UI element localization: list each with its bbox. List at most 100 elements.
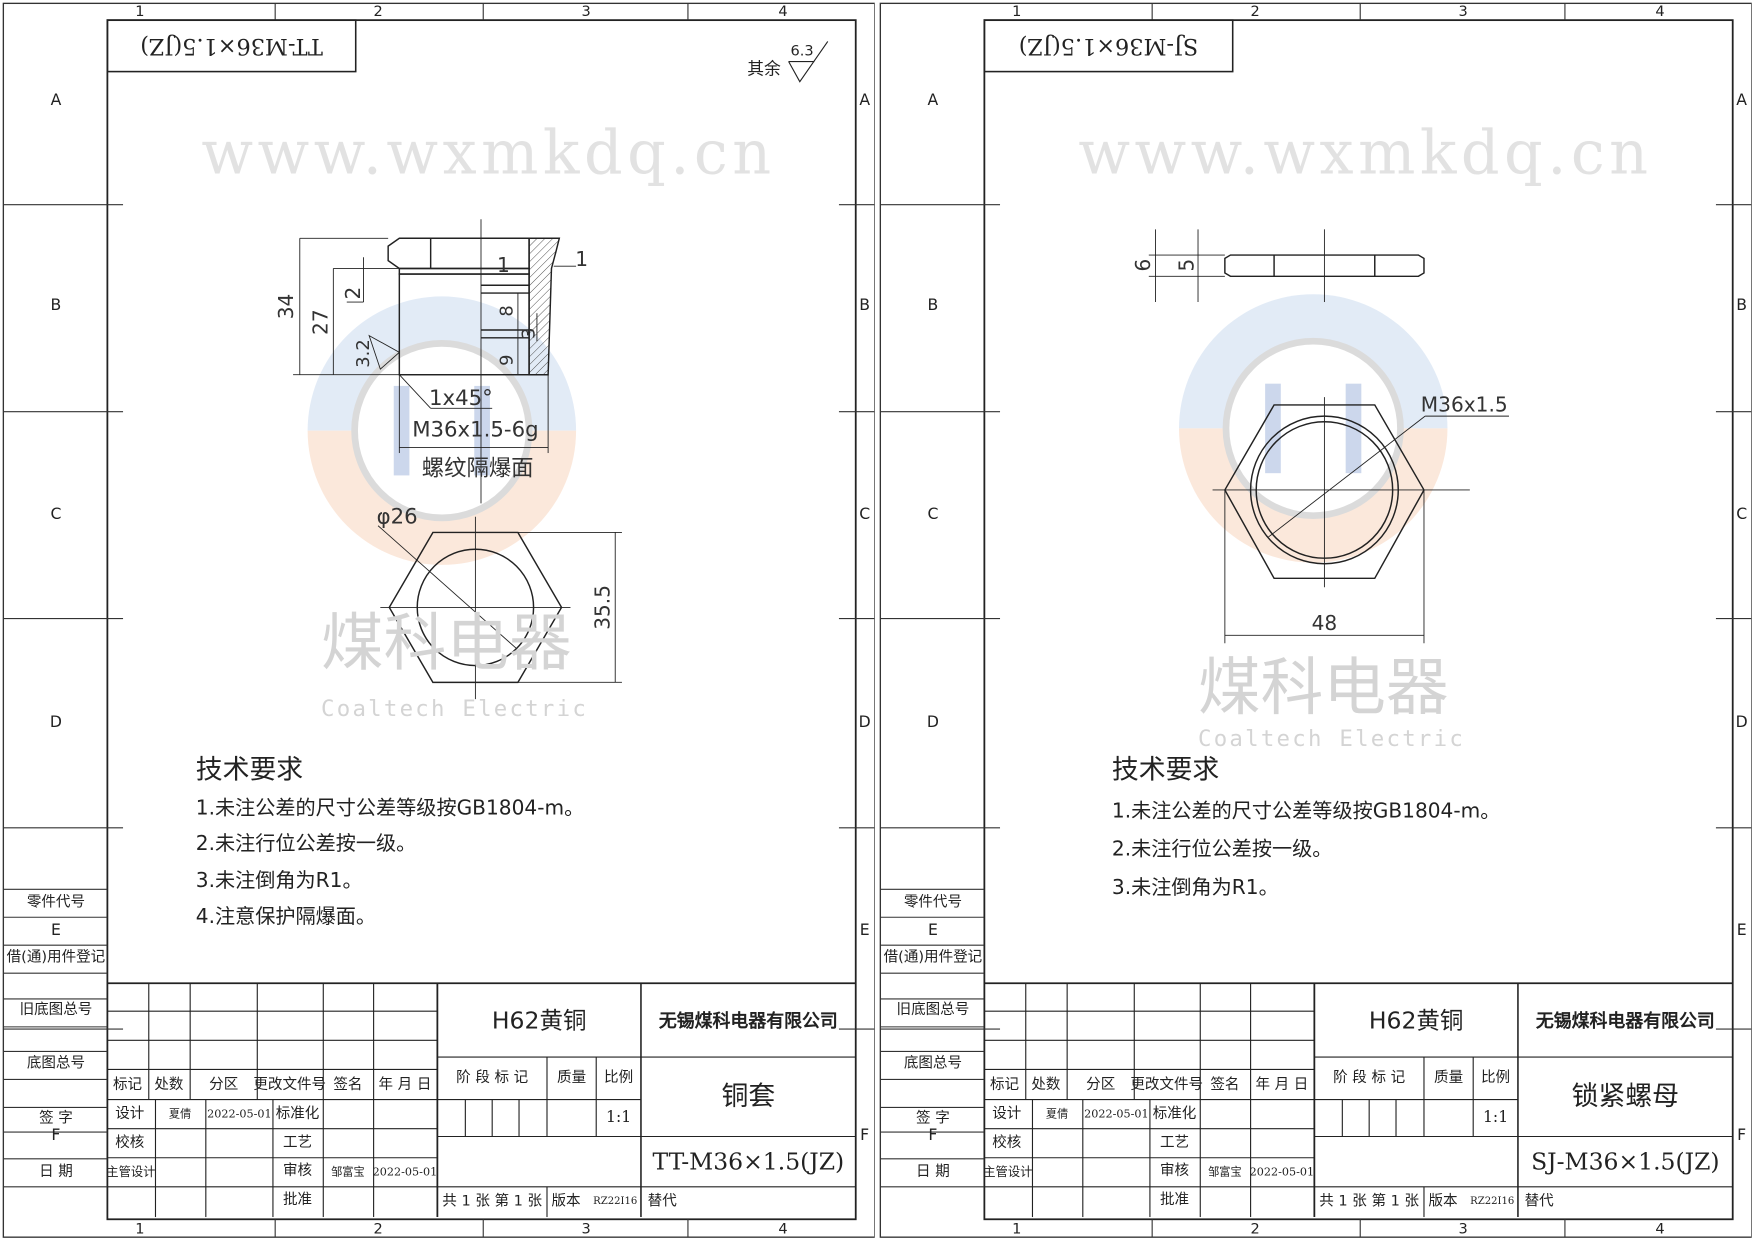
zone-row-label: A	[927, 91, 939, 110]
rev-header: 分区	[209, 1076, 239, 1094]
zone-row-label: B	[1736, 296, 1748, 315]
zone-row-label: B	[927, 296, 939, 315]
zone-col-label: 2	[373, 3, 383, 21]
roughness-label: 其余	[747, 58, 781, 79]
scale-label: 比例	[1481, 1069, 1511, 1087]
tech-line: 2.未注行位公差按一级。	[1111, 837, 1333, 862]
zone-row-label: D	[49, 713, 62, 732]
dim-8: 8	[496, 305, 517, 316]
zone-col-label: 4	[1655, 1220, 1665, 1238]
company-name: 无锡煤科电器有限公司	[1535, 1010, 1715, 1032]
dim-2: 2	[341, 287, 365, 300]
review-date: 2022-05-01	[1249, 1166, 1315, 1180]
side-label: 借(通)用件登记	[6, 949, 106, 966]
side-label: 零件代号	[26, 894, 86, 912]
zone-row-label: F	[51, 1126, 61, 1145]
part-name: 铜套	[721, 1080, 776, 1112]
process-label: 工艺	[282, 1134, 313, 1152]
scale-value: 1:1	[1482, 1108, 1509, 1127]
zone-row-label: E	[1736, 921, 1747, 940]
mass-label: 质量	[1434, 1069, 1464, 1087]
chief-label: 主管设计	[106, 1165, 156, 1180]
version-value: RZ22I16	[593, 1196, 638, 1208]
design-label: 设计	[115, 1105, 145, 1123]
dim-5: 5	[1175, 259, 1199, 272]
stage-label: 阶 段 标 记	[1333, 1069, 1406, 1087]
design-date: 2022-05-01	[207, 1108, 272, 1121]
side-label: 借(通)用件登记	[883, 949, 983, 966]
watermark-url: www.wxmkdq.cn	[1078, 117, 1653, 188]
watermark-url: www.wxmkdq.cn	[201, 117, 776, 188]
tech-line: 2.未注行位公差按一级。	[195, 832, 417, 856]
review-date: 2022-05-01	[372, 1166, 438, 1180]
process-label: 工艺	[1159, 1134, 1190, 1152]
reviewer-name: 邹富宝	[331, 1166, 365, 1180]
zone-row-label: F	[860, 1126, 870, 1145]
rev-header: 标记	[989, 1076, 1020, 1094]
zone-col-label: 1	[1012, 3, 1022, 21]
zone-col-label: 2	[1250, 3, 1260, 21]
watermark-logo	[1179, 294, 1448, 563]
mass-label: 质量	[557, 1069, 587, 1087]
rev-header: 签名	[1210, 1076, 1240, 1094]
thread-note: M36x1.5	[1421, 393, 1508, 417]
surface-note: 螺纹隔爆面	[422, 455, 534, 481]
zone-row-label: B	[859, 296, 871, 315]
rev-header: 分区	[1086, 1076, 1116, 1094]
zone-row-label: D	[858, 713, 871, 732]
zone-row-label: C	[1736, 505, 1748, 524]
sheet-frame: 34 27 2 3.2 1 1 8 3 9 1x45° M36x1.5-6g 螺…	[2, 2, 875, 1238]
drawing-code-rotated: TT-M36×1.5(JZ)	[140, 33, 323, 61]
top-view	[377, 516, 622, 700]
zone-col-label: 4	[778, 1220, 788, 1238]
dim-dia-26: φ26	[377, 505, 418, 530]
dim-1a: 1	[497, 253, 510, 277]
zone-row-label: B	[50, 296, 62, 315]
company-name: 无锡煤科电器有限公司	[658, 1010, 838, 1032]
zone-col-label: 2	[1250, 1220, 1260, 1238]
side-label: 零件代号	[903, 894, 963, 912]
zone-col-label: 3	[581, 1220, 591, 1238]
designer-name: 夏倩	[168, 1108, 192, 1121]
side-label: 签 字	[39, 1110, 73, 1127]
top-view	[1212, 397, 1509, 644]
zone-row-label: C	[50, 505, 62, 524]
side-label: 日 期	[39, 1163, 73, 1181]
watermark-en: Coaltech Electric	[1198, 724, 1466, 752]
dim-48: 48	[1312, 611, 1338, 635]
tech-line: 3.未注倒角为R1。	[1111, 875, 1279, 900]
zone-row-label: D	[926, 713, 939, 732]
zone-col-label: 4	[1655, 3, 1665, 21]
designer-name: 夏倩	[1045, 1108, 1069, 1121]
sheet-count: 共 1 张 第 1 张	[442, 1192, 543, 1210]
zone-col-label: 1	[1012, 1220, 1022, 1238]
drawing-sheet-1: 34 27 2 3.2 1 1 8 3 9 1x45° M36x1.5-6g 螺…	[0, 0, 875, 1239]
tech-line: 1.未注公差的尺寸公差等级按GB1804-m。	[195, 796, 585, 820]
zone-row-label: E	[50, 921, 61, 940]
side-label: 旧底图总号	[19, 1001, 93, 1019]
dim-34: 34	[274, 294, 298, 320]
dim-3: 3	[519, 328, 540, 339]
zone-col-label: 1	[135, 1220, 145, 1238]
zone-col-label: 1	[135, 3, 145, 21]
tech-line: 3.未注倒角为R1。	[195, 869, 363, 893]
chief-label: 主管设计	[983, 1165, 1033, 1180]
zone-row-label: A	[50, 91, 62, 110]
zone-row-label: C	[859, 505, 871, 524]
tech-heading: 技术要求	[1111, 753, 1220, 786]
zone-col-label: 3	[581, 3, 591, 21]
side-label: 日 期	[916, 1163, 950, 1181]
drawing-code: TT-M36×1.5(JZ)	[652, 1148, 845, 1176]
rev-header: 处数	[154, 1076, 184, 1094]
replace-label: 替代	[1524, 1192, 1554, 1210]
tech-heading: 技术要求	[195, 753, 304, 786]
zone-row-label: D	[1735, 713, 1748, 732]
zone-row-label: F	[928, 1126, 938, 1145]
tech-line: 1.未注公差的尺寸公差等级按GB1804-m。	[1111, 799, 1501, 824]
part-name: 锁紧螺母	[1571, 1080, 1680, 1112]
chamfer-note: 1x45°	[429, 386, 493, 411]
thread-note: M36x1.5-6g	[412, 417, 538, 442]
side-view	[293, 219, 577, 504]
watermark-en: Coaltech Electric	[321, 694, 589, 722]
